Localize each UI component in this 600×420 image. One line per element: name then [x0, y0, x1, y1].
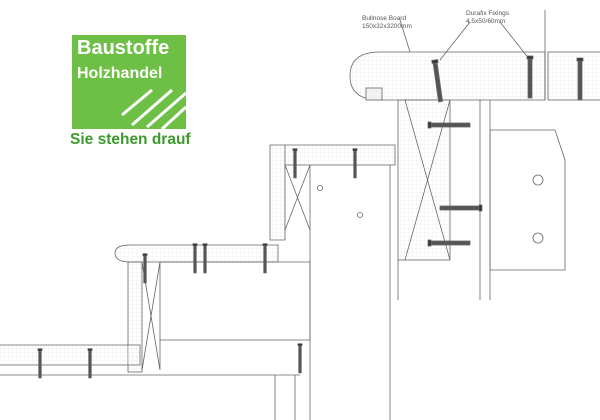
fixings-title: Durafix Fixings [466, 10, 509, 17]
logo-line-2: Holzhandel [77, 65, 163, 82]
brand-logo: Baustoffe Holzhandel [72, 35, 186, 129]
planks-graphic [121, 88, 186, 129]
small-detail [0, 144, 396, 420]
bullnose-label: Bullnose Board 150x32x3200mm [362, 15, 412, 31]
large-detail [349, 10, 600, 300]
fixings-size: 4.5x50/60mm [466, 18, 506, 25]
bullnose-size: 150x32x3200mm [362, 23, 412, 30]
bullnose-title: Bullnose Board [362, 15, 407, 22]
logo-line-1: Baustoffe [77, 37, 170, 59]
fixings-label: Durafix Fixings 4.5x50/60mm [466, 10, 509, 26]
logo-tagline: Sie stehen drauf [70, 131, 191, 148]
